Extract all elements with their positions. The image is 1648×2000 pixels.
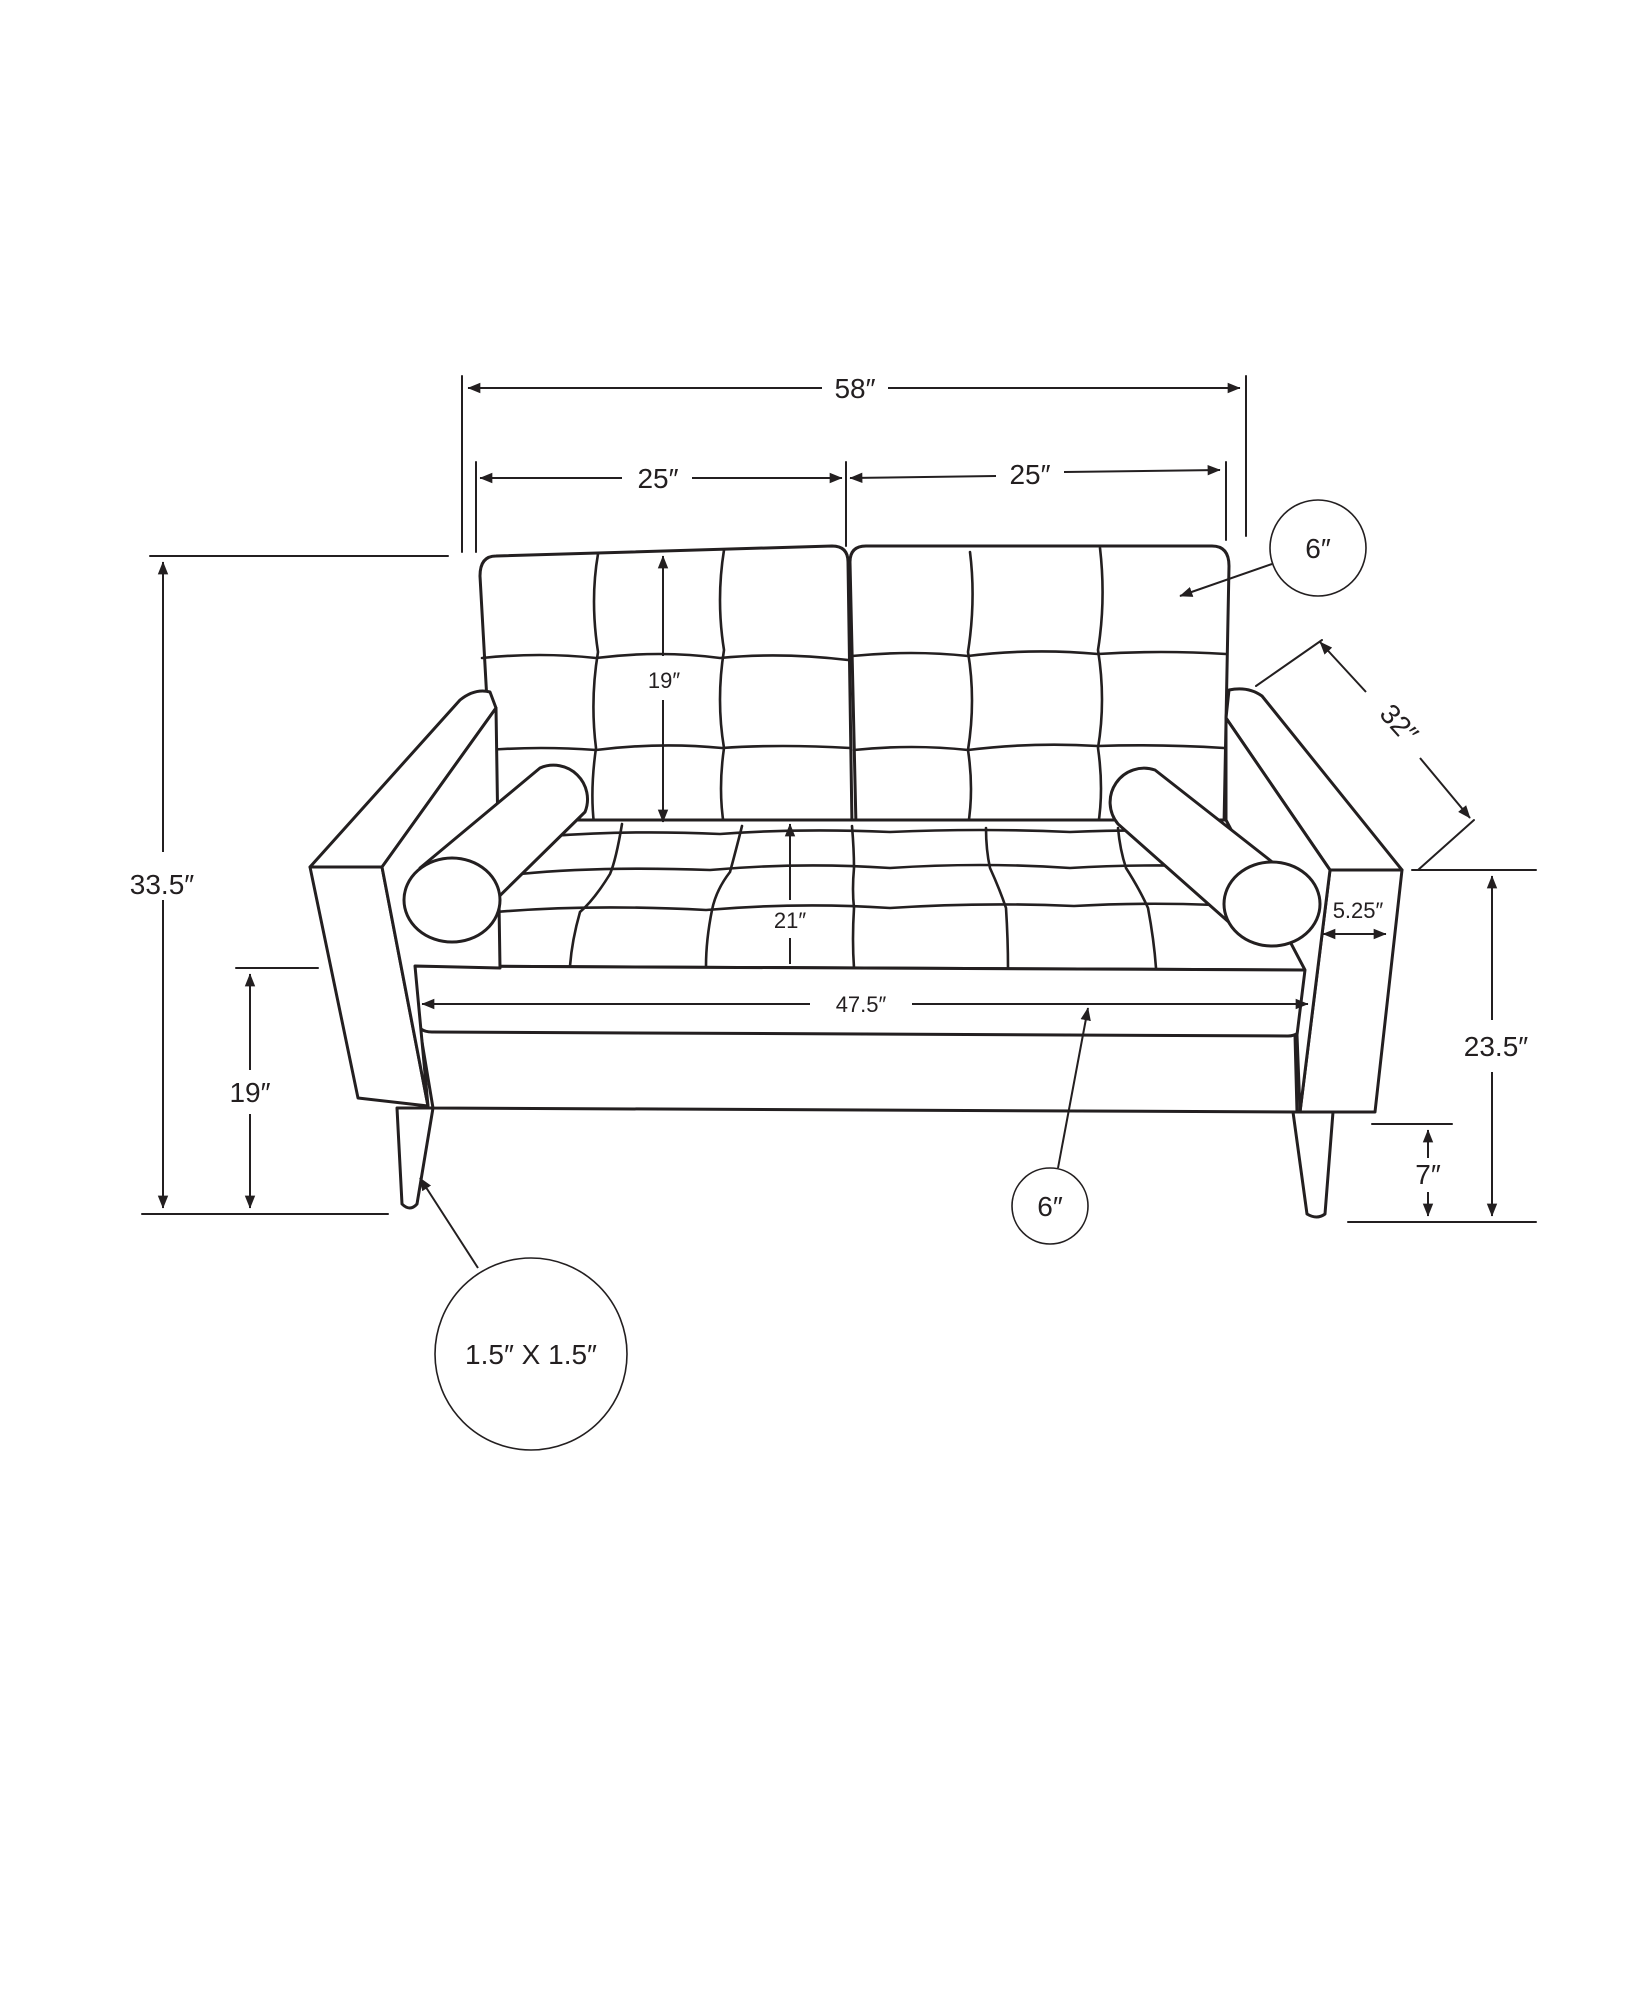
callout-bubble-seat-cushion [1011,1167,1089,1245]
dim-leg-height: 7″ [1415,1159,1441,1190]
back-cushion-right [848,544,1231,828]
dim-overall-width: 58″ [834,373,875,404]
dim-overall-height: 33.5″ [130,869,194,900]
callout-bubble-back-cushion [1269,499,1367,597]
dim-seat-height: 19″ [229,1077,270,1108]
bolster-right [1108,766,1322,948]
dim-back-cushion-thickness: 6″ [1305,533,1331,564]
dim-back-right-width: 25″ [1009,459,1050,490]
dim-back-left-width: 25″ [637,463,678,494]
dim-back-height: 19″ [648,668,680,693]
dim-overall-depth: 32″ [1374,698,1425,749]
dim-back-height-from-seat: 21″ [774,908,806,933]
sofa-drawing [308,544,1404,1219]
sofa-base [418,1028,1299,1114]
dim-leg-size: 1.5″ X 1.5″ [465,1339,597,1370]
leg-right [1291,1110,1335,1219]
callout-bubble-leg-size [434,1257,628,1451]
dimension-annotations: 58″ 25″ 25″ 6″ 32″ 33.5″ 19″ 21 [130,373,1537,1451]
seat-cushion [413,818,1307,972]
bolster-left [402,763,589,944]
dim-arm-width: 5.25″ [1333,898,1384,923]
dim-seat-cushion-thickness: 6″ [1037,1191,1063,1222]
dim-seat-width: 47.5″ [836,992,887,1017]
dim-arm-height: 23.5″ [1464,1031,1528,1062]
leg-left [395,1106,435,1210]
